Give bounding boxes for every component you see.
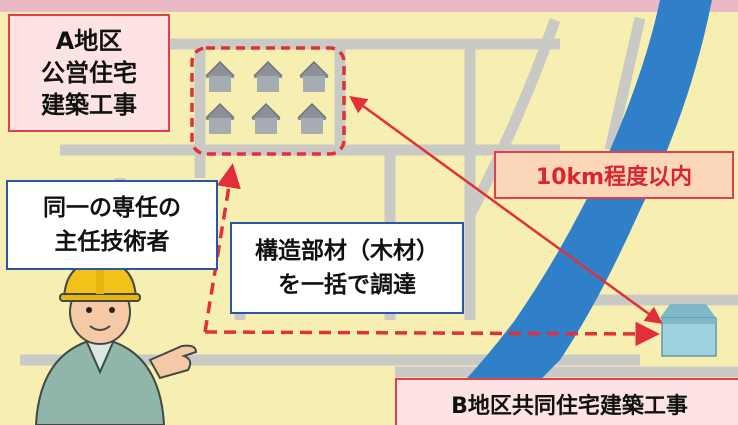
distance-label: 10km程度以内 (535, 165, 693, 190)
technician-label-box: 同一の専任の 主任技術者 (6, 180, 218, 270)
district-b-label: B地区共同住宅建築工事 (451, 393, 688, 419)
delivery-arrows (203, 163, 660, 347)
district-a-line-3: 建築工事 (41, 91, 137, 119)
district-b-label-box: B地区共同住宅建築工事 (395, 378, 738, 425)
district-a-label-box: A地区 公営住宅 建築工事 (8, 14, 170, 132)
materials-label-box: 構造部材（木材） を一括で調達 (230, 222, 464, 314)
materials-line-1: 構造部材（木材） (255, 238, 439, 264)
technician-line-2: 主任技術者 (54, 229, 170, 255)
top-border-band (0, 0, 738, 12)
district-a-line-2: 公営住宅 (41, 59, 137, 87)
technician-line-1: 同一の専任の (43, 195, 181, 221)
district-a-line-1: A地区 (55, 27, 123, 55)
distance-arrow (349, 95, 663, 325)
materials-line-2: を一括で調達 (278, 272, 416, 298)
house-icons (205, 61, 329, 135)
district-a-dashed-area (190, 46, 346, 156)
distance-label-box: 10km程度以内 (494, 151, 734, 199)
building-icon (660, 304, 717, 357)
construction-worker-icon (34, 258, 198, 425)
